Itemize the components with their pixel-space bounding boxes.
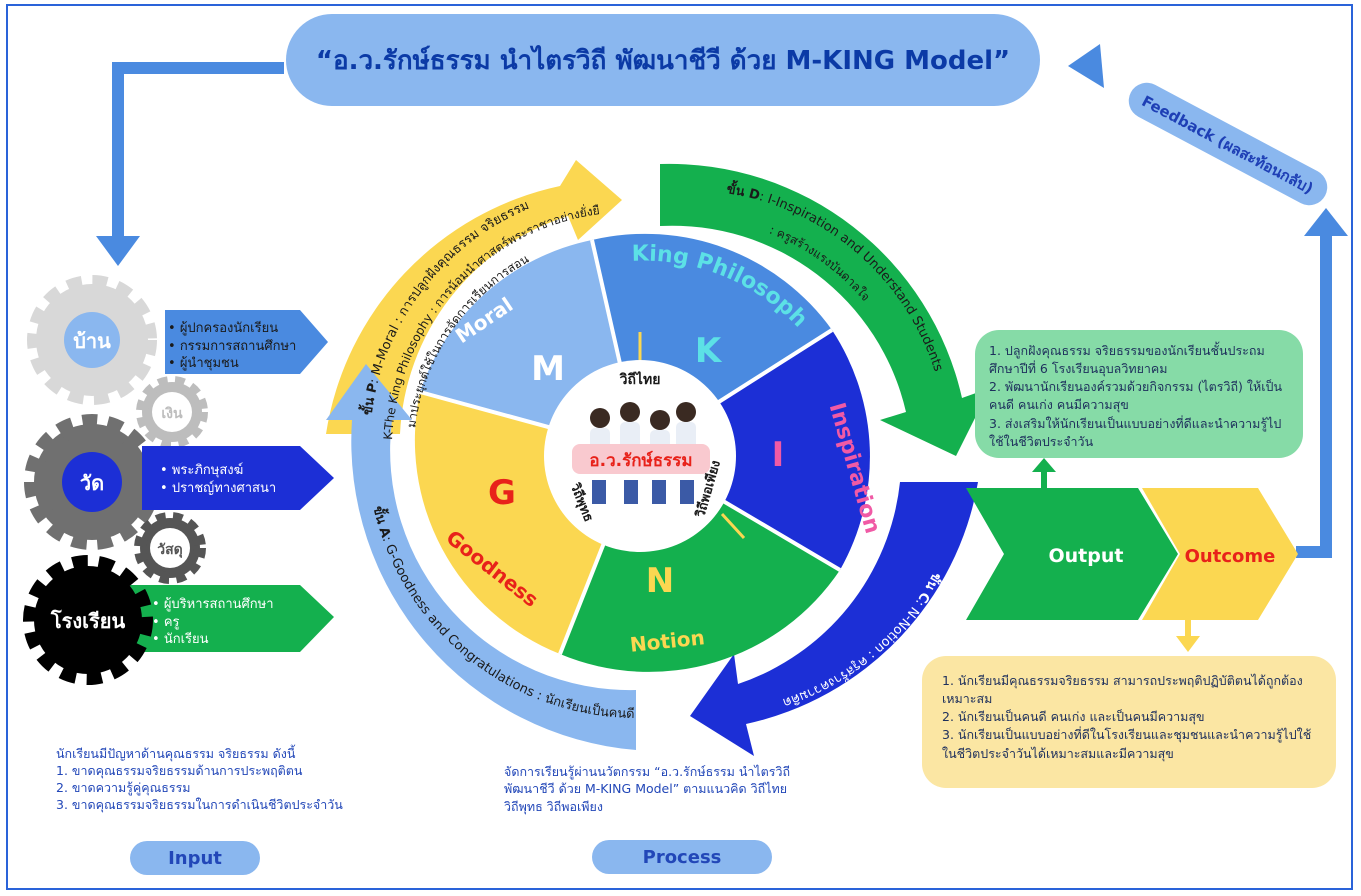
temple-label: วัด — [80, 471, 104, 495]
feedback-label: Feedback (ผลสะท้อนกลับ) — [1139, 92, 1317, 198]
center-thai: วิถีไทย — [618, 370, 660, 388]
center-label-bg — [572, 444, 710, 474]
arc-c-arrow — [690, 482, 978, 756]
arc-d-arrow — [660, 163, 990, 456]
home-label: บ้าน — [73, 329, 111, 353]
problem-item: 3. ขาดคุณธรรมจริยธรรมในการดำเนินชีวิตประ… — [56, 796, 343, 812]
feedback-arrow — [1068, 44, 1348, 558]
process-description: จัดการเรียนรู้ผ่านนวัตกรรม “อ.ว.รักษ์ธรร… — [504, 763, 854, 815]
gear-material-icon — [134, 512, 206, 584]
moral-letter: M — [531, 349, 565, 389]
outcome-item: 1. นักเรียนมีคุณธรรมจริยธรรม สามารถประพฤ… — [942, 673, 1303, 707]
school-label: โรงเรียน — [50, 609, 126, 633]
output-label: Output — [1049, 545, 1124, 567]
output-up-arrow — [1032, 458, 1056, 488]
outcome-label: Outcome — [1185, 546, 1276, 567]
gear-money-icon — [136, 376, 208, 448]
outcome-item: 3. นักเรียนเป็นแบบอย่างที่ดีในโรงเรียนแล… — [942, 727, 1312, 761]
problems-list: นักเรียนมีปัญหาด้านคุณธรรม จริยธรรม ดังน… — [56, 746, 396, 814]
problem-item: 1. ขาดคุณธรรมจริยธรรมด้านการประพฤติตน — [56, 762, 303, 778]
gear-school-icon — [23, 555, 153, 685]
output-chevron — [966, 488, 1178, 620]
school-item: ครู — [152, 614, 274, 632]
process-line: วิถีพุทธ วิถีพอเพียง — [504, 798, 603, 814]
center-spokes — [534, 332, 746, 540]
arc-a-arrow — [326, 364, 636, 750]
process-pill: Process — [592, 840, 772, 874]
page-title: “อ.ว.รักษ์ธรรม นำไตรวิถี พัฒนาชีวี ด้วย … — [286, 14, 1040, 106]
problem-item: 2. ขาดความรู้คู่คุณธรรม — [56, 779, 191, 795]
outcome-chevron — [1142, 488, 1298, 620]
school-items: ผู้บริหารสถานศึกษา ครู นักเรียน — [152, 596, 274, 649]
output-box: 1. ปลูกฝังคุณธรรม จริยธรรมของนักเรียนชั้… — [975, 330, 1303, 458]
money-label: เงิน — [161, 406, 183, 422]
home-items: ผู้ปกครองนักเรียน กรรมการสถานศึกษา ผู้นำ… — [168, 320, 297, 373]
problems-heading: นักเรียนมีปัญหาด้านคุณธรรม จริยธรรม ดังน… — [56, 746, 296, 761]
input-connector-arrow — [96, 62, 284, 266]
arc-p-arrow — [326, 160, 622, 434]
king-letter: K — [695, 331, 723, 371]
home-item: ผู้ปกครองนักเรียน — [168, 320, 296, 338]
output-item: 2. พัฒนานักเรียนองค์รวมด้วยกิจกรรม (ไตรว… — [989, 379, 1282, 413]
inspiration-letter: I — [772, 435, 785, 475]
temple-item: ปราชญ์ทางศาสนา — [160, 480, 276, 498]
input-pill: Input — [130, 841, 260, 875]
outcome-box: 1. นักเรียนมีคุณธรรมจริยธรรม สามารถประพฤ… — [922, 656, 1336, 788]
home-item: กรรมการสถานศึกษา — [168, 338, 297, 356]
home-item: ผู้นำชุมชน — [168, 355, 296, 373]
temple-item: พระภิกษุสงฆ์ — [160, 462, 276, 480]
school-item: นักเรียน — [152, 631, 274, 649]
outcome-down-arrow — [1176, 620, 1200, 652]
output-item: 3. ส่งเสริมให้นักเรียนเป็นแบบอย่างที่ดีแ… — [989, 415, 1282, 449]
school-item: ผู้บริหารสถานศึกษา — [152, 596, 274, 614]
output-item: 1. ปลูกฝังคุณธรรม จริยธรรมของนักเรียนชั้… — [989, 343, 1265, 377]
temple-items: พระภิกษุสงฆ์ ปราชญ์ทางศาสนา — [160, 462, 276, 497]
process-line: พัฒนาชีวี ด้วย M-KING Model” ตามแนวคิด ว… — [504, 781, 788, 797]
notion-letter: N — [646, 561, 674, 601]
diagram-frame — [6, 4, 1353, 890]
center-label: อ.ว.รักษ์ธรรม — [589, 450, 692, 471]
material-label: วัสดุ — [157, 542, 183, 558]
goodness-letter: G — [488, 473, 516, 513]
segment-inspiration — [640, 330, 870, 570]
outcome-item: 2. นักเรียนเป็นคนดี คนเก่ง และเป็นคนมีคว… — [942, 709, 1205, 725]
gear-home-icon — [27, 275, 157, 405]
process-line: จัดการเรียนรู้ผ่านนวัตกรรม “อ.ว.รักษ์ธรร… — [504, 764, 791, 779]
